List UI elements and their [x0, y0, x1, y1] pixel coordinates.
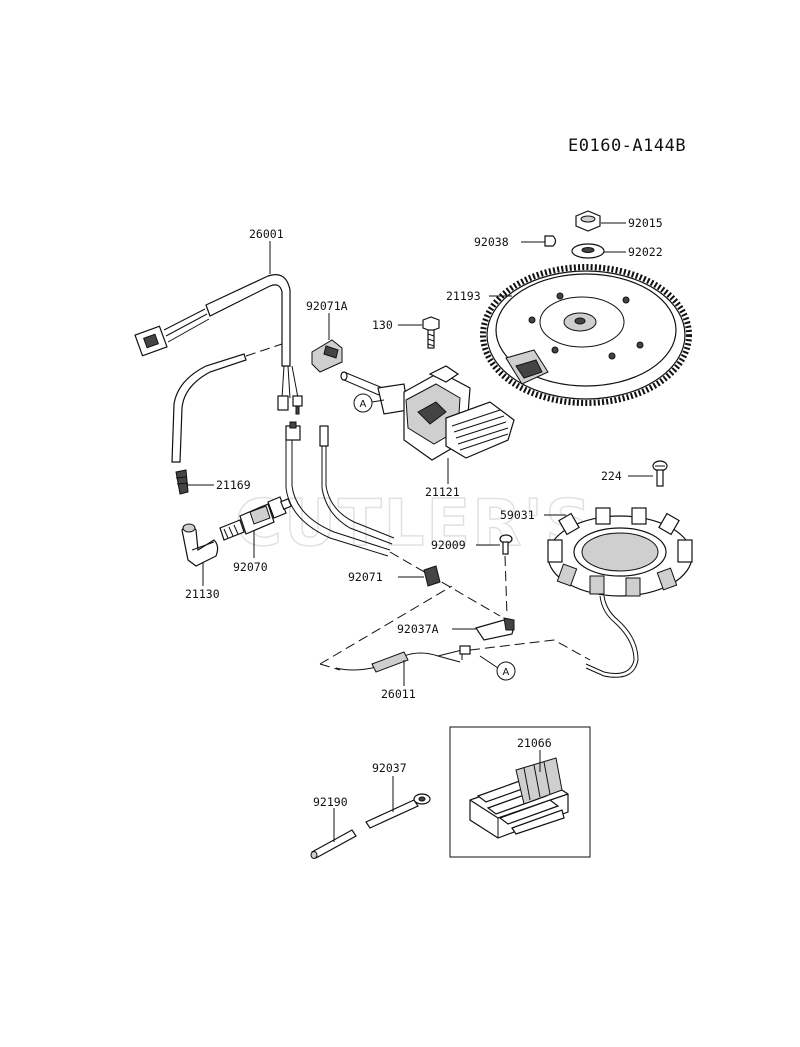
screw-224[interactable] — [652, 460, 668, 487]
harness-26001[interactable] — [134, 274, 303, 415]
label-92009: 92009 — [431, 538, 466, 552]
lead-26011[interactable] — [319, 585, 591, 673]
label-92022: 92022 — [628, 245, 663, 259]
label-21066: 21066 — [517, 736, 552, 750]
key-92038[interactable] — [544, 235, 557, 247]
label-26001: 26001 — [249, 227, 284, 241]
regulator-box — [449, 726, 591, 858]
label-92190: 92190 — [313, 795, 348, 809]
screw-92009[interactable] — [499, 534, 513, 555]
diagram-code: E0160-A144B — [568, 136, 686, 156]
label-21121: 21121 — [425, 485, 460, 499]
spark-plug-92070[interactable] — [219, 496, 292, 541]
label-21169: 21169 — [216, 478, 251, 492]
label-92037A: 92037A — [397, 622, 439, 636]
label-59031: 59031 — [500, 508, 535, 522]
label-92070: 92070 — [233, 560, 268, 574]
label-92071: 92071 — [348, 570, 383, 584]
regulator-21066[interactable] — [469, 757, 569, 839]
pin-92190[interactable] — [310, 829, 357, 859]
nut-92015[interactable] — [575, 210, 601, 232]
label-92037: 92037 — [372, 761, 407, 775]
lead-wire-21169[interactable] — [171, 343, 283, 495]
label-21130: 21130 — [185, 587, 220, 601]
clip-92071A[interactable] — [311, 339, 343, 373]
label-130: 130 — [372, 318, 393, 332]
bolt-130[interactable] — [422, 316, 440, 349]
label-26011: 26011 — [381, 687, 416, 701]
ref-marker-a-bottom: A — [496, 661, 516, 681]
label-92038: 92038 — [474, 235, 509, 249]
clamp-92037A[interactable] — [475, 617, 515, 641]
ground-wires — [285, 421, 501, 617]
plug-cap-21130[interactable] — [181, 523, 219, 567]
cable-tie-92037[interactable] — [365, 793, 431, 829]
stator-59031[interactable] — [547, 507, 693, 678]
label-21193: 21193 — [446, 289, 481, 303]
ref-marker-a-bottom-text: A — [503, 667, 510, 678]
ignition-coil-21121[interactable] — [340, 365, 515, 461]
clip-92071[interactable] — [423, 565, 441, 587]
washer-92022[interactable] — [571, 243, 605, 259]
label-92015: 92015 — [628, 216, 663, 230]
label-92071A: 92071A — [306, 299, 348, 313]
ref-marker-a-top-text: A — [360, 399, 367, 410]
label-224: 224 — [601, 469, 622, 483]
ref-marker-a-top: A — [353, 393, 373, 413]
watermark: CUTLER'S — [235, 487, 593, 561]
flywheel-21193[interactable] — [480, 264, 692, 406]
